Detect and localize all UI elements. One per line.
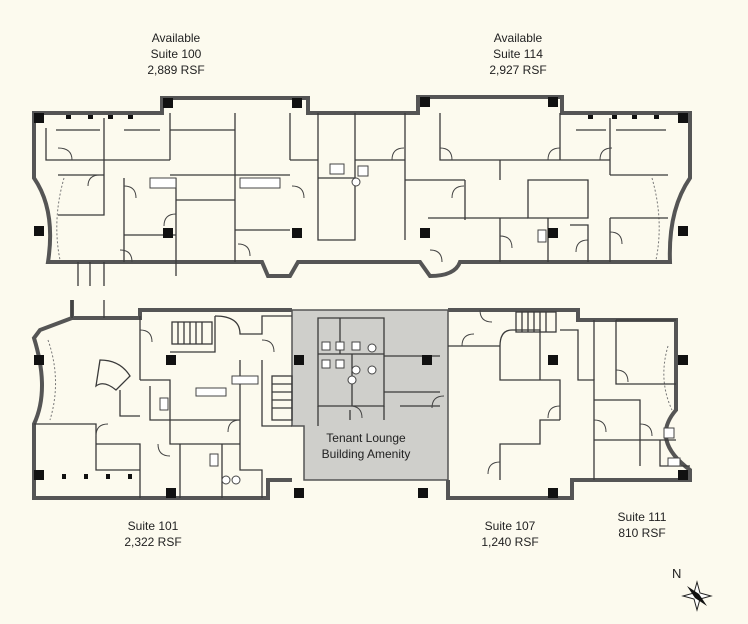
suite-114-name: Suite 114 [493, 47, 543, 61]
compass-north-label: N [672, 566, 682, 581]
building-amenity-subtitle: Building Amenity [321, 447, 411, 461]
suite-100-status: Available [151, 31, 201, 45]
suite-101-name: Suite 101 [127, 519, 179, 533]
tenant-lounge-title: Tenant Lounge [326, 431, 406, 445]
suite-111-area: 810 RSF [618, 526, 666, 540]
north-wing [32, 95, 692, 286]
tenant-lounge-label: Tenant Lounge Building Amenity [306, 430, 426, 462]
suite-107-label: Suite 107 1,240 RSF [450, 518, 570, 550]
suite-100-name: Suite 100 [150, 47, 202, 61]
suite-101-label: Suite 101 2,322 RSF [93, 518, 213, 550]
suite-107-area: 1,240 RSF [481, 535, 539, 549]
suite-114-area: 2,927 RSF [489, 63, 547, 77]
suite-107-name: Suite 107 [484, 519, 536, 533]
suite-100-label: Available Suite 100 2,889 RSF [116, 30, 236, 78]
suite-111-label: Suite 111 810 RSF [582, 509, 702, 541]
south-wing [31, 300, 692, 500]
suite-101-area: 2,322 RSF [124, 535, 182, 549]
suite-111-name: Suite 111 [617, 510, 667, 524]
north-arrow-icon [681, 580, 713, 612]
suite-100-area: 2,889 RSF [147, 63, 205, 77]
suite-114-status: Available [493, 31, 543, 45]
suite-114-label: Available Suite 114 2,927 RSF [458, 30, 578, 78]
